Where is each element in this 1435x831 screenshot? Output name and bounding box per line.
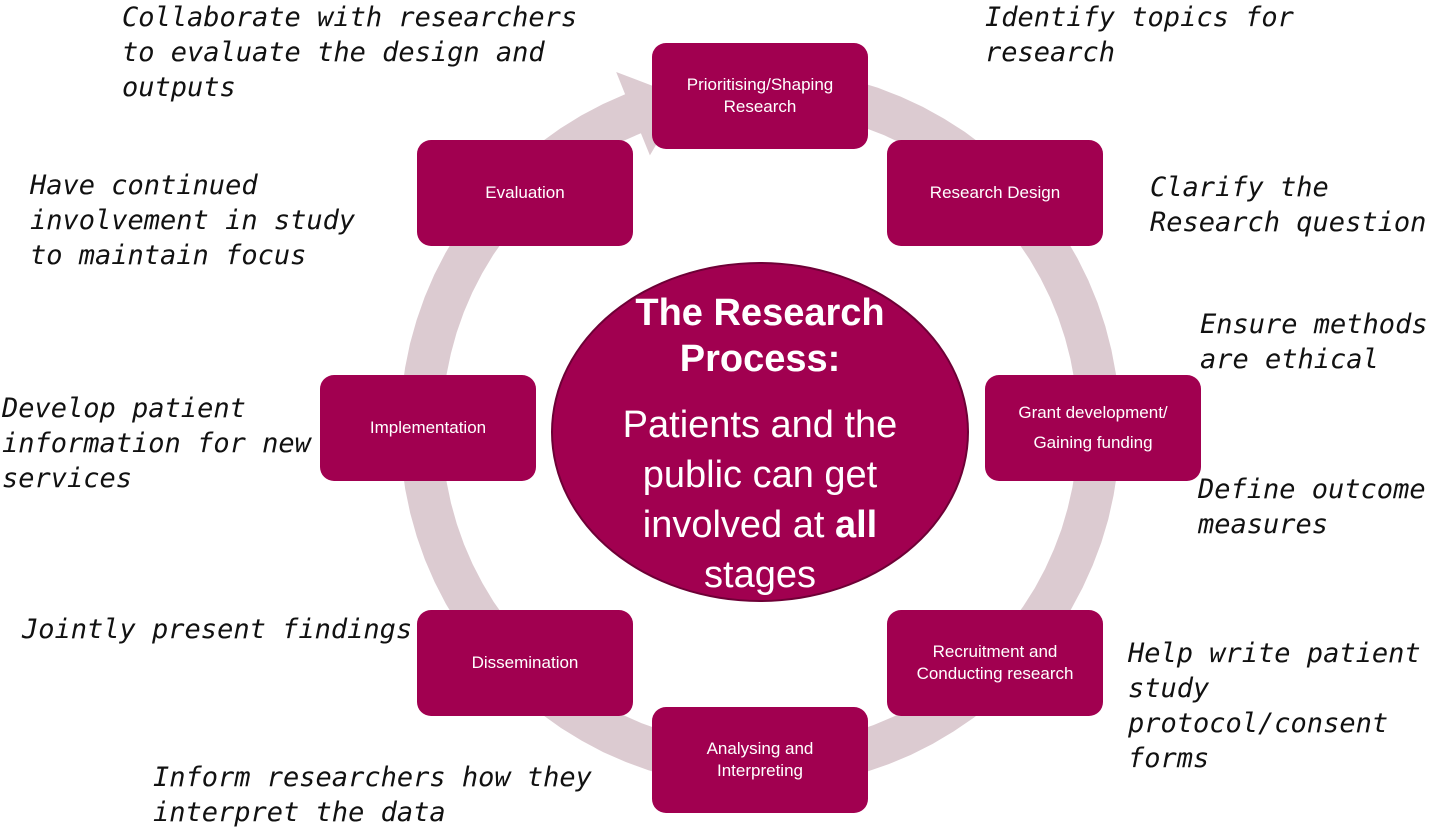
stage-recruitment-line-1: Recruitment and: [932, 642, 1058, 661]
stage-evaluation-label: Evaluation: [485, 183, 565, 202]
center-circle: The Research Process: Patients and the p…: [551, 262, 969, 602]
note-define-outcome: Define outcome measures: [1198, 472, 1426, 542]
stage-grant-line-1: Grant development/: [1018, 403, 1168, 422]
note-help-write-protocol: Help write patient study protocol/consen…: [1128, 636, 1421, 776]
stage-dissemination: Dissemination: [417, 610, 633, 716]
note-info-line-3: services: [2, 463, 133, 494]
stage-dissemination-label: Dissemination: [471, 653, 579, 672]
stage-research-design-label: Research Design: [929, 183, 1061, 202]
center-title-line-2: Process:: [679, 338, 841, 380]
note-inform-researchers: Inform researchers how they interpret th…: [153, 760, 592, 830]
note-develop-patient-info: Develop patient information for new serv…: [2, 391, 311, 496]
stage-grant-line-2: Gaining funding: [1033, 433, 1153, 452]
note-identify-topics-line-2: research: [985, 37, 1116, 68]
center-title-line-1: The Research: [635, 292, 885, 334]
stage-analysing-line-1: Analysing and: [706, 739, 814, 758]
stage-implementation-label: Implementation: [369, 418, 487, 437]
note-jointly-present: Jointly present findings: [22, 612, 412, 647]
note-clarify-line-2: Research question: [1150, 207, 1427, 238]
center-body-line-3: involved at all: [553, 500, 967, 550]
note-collaborate: Collaborate with researchers to evaluate…: [122, 0, 577, 105]
note-involvement-line-3: to maintain focus: [30, 240, 307, 271]
note-identify-topics: Identify topics for research: [985, 0, 1294, 70]
note-interpret-line-2: interpret the data: [153, 797, 446, 828]
center-body-emphasis: all: [834, 504, 878, 546]
stage-recruitment-line-2: Conducting research: [916, 664, 1074, 683]
note-interpret-line-1: Inform researchers how they: [153, 762, 592, 793]
note-involvement-line-1: Have continued: [30, 170, 258, 201]
note-protocol-line-1: Help write patient: [1128, 638, 1421, 669]
note-collaborate-line-2: to evaluate the design and: [122, 37, 545, 68]
stage-prioritising: Prioritising/Shaping Research: [652, 43, 868, 149]
note-present-line-1: Jointly present findings: [22, 614, 413, 645]
note-protocol-line-2: study: [1128, 673, 1210, 704]
note-info-line-2: information for new: [2, 428, 311, 459]
note-ethical-line-2: are ethical: [1200, 344, 1379, 375]
center-body-line-4: stages: [704, 554, 816, 596]
note-protocol-line-4: forms: [1128, 743, 1210, 774]
note-info-line-1: Develop patient: [2, 393, 246, 424]
note-identify-topics-line-1: Identify topics for: [985, 2, 1294, 33]
stage-analysing-line-2: Interpreting: [717, 761, 803, 780]
stage-recruitment: Recruitment and Conducting research: [887, 610, 1103, 716]
stage-evaluation: Evaluation: [417, 140, 633, 246]
note-clarify-question: Clarify the Research question: [1150, 170, 1426, 240]
note-continued-involvement: Have continued involvement in study to m…: [30, 168, 355, 273]
note-ethical-line-1: Ensure methods: [1200, 309, 1428, 340]
note-protocol-line-3: protocol/consent: [1128, 708, 1389, 739]
note-ensure-ethical: Ensure methods are ethical: [1200, 307, 1428, 377]
stage-prioritising-line-1: Prioritising/Shaping: [686, 75, 834, 94]
center-body: Patients and the public can get involved…: [553, 400, 967, 600]
note-clarify-line-1: Clarify the: [1150, 172, 1329, 203]
center-body-line-3-text: involved at: [642, 504, 825, 546]
note-outcome-line-1: Define outcome: [1198, 474, 1426, 505]
note-collaborate-line-1: Collaborate with researchers: [122, 2, 578, 33]
stage-grant-development: Grant development/ Gaining funding: [985, 375, 1201, 481]
stage-implementation: Implementation: [320, 375, 536, 481]
center-body-line-1: Patients and the: [622, 404, 898, 446]
stage-prioritising-line-2: Research: [723, 97, 797, 116]
note-collaborate-line-3: outputs: [122, 72, 236, 103]
center-title: The Research Process:: [553, 290, 967, 382]
stage-research-design: Research Design: [887, 140, 1103, 246]
stage-analysing: Analysing and Interpreting: [652, 707, 868, 813]
note-involvement-line-2: involvement in study: [30, 205, 356, 236]
note-outcome-line-2: measures: [1198, 509, 1329, 540]
center-body-line-2: public can get: [642, 454, 878, 496]
